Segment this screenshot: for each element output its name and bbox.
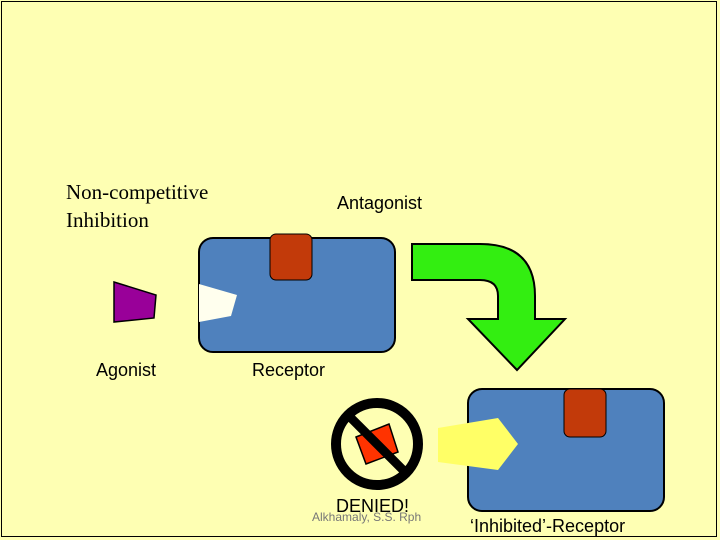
green-curved-arrow xyxy=(411,243,568,372)
denied-label: DENIED! xyxy=(336,496,410,516)
prohibition-icon xyxy=(331,398,423,490)
footer-credit: Alkhamaly, S.S. Rph xyxy=(312,510,422,524)
agonist-shape xyxy=(113,280,157,323)
inhibited-antagonist-block xyxy=(563,388,607,438)
receptor-binding-site xyxy=(199,284,237,322)
receptor-label: Receptor xyxy=(252,360,326,380)
agonist-label: Agonist xyxy=(96,360,157,380)
antagonist-block xyxy=(269,233,313,281)
deformed-binding-site xyxy=(438,418,518,470)
title-line1: Non-competitive xyxy=(66,180,209,204)
prohibition-slash xyxy=(344,411,410,477)
inhibited-receptor-label: ‘Inhibited’-Receptor xyxy=(470,516,626,536)
title-line2: Inhibition xyxy=(66,208,149,232)
antagonist-label: Antagonist xyxy=(337,193,423,213)
